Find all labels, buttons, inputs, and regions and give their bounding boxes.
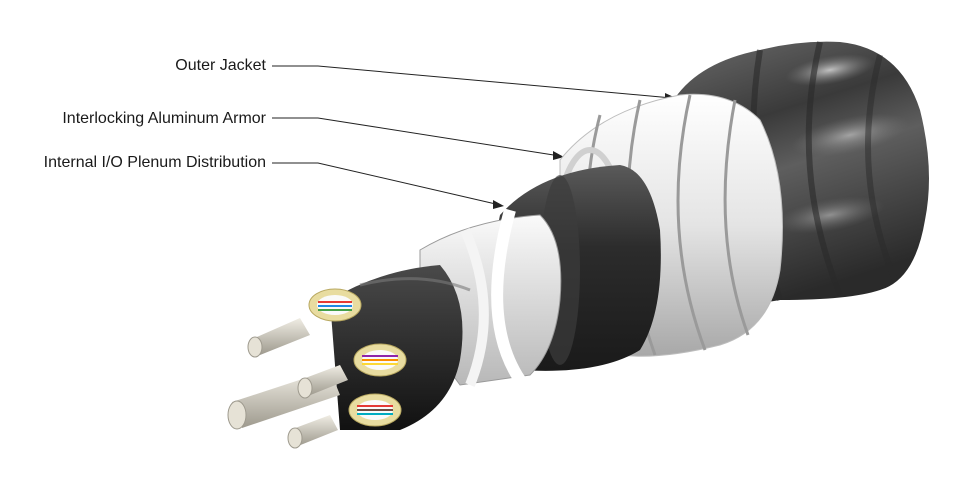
subunit-top [247, 288, 362, 358]
fiber-subunits [247, 288, 407, 449]
outer-jacket-label: Outer Jacket [175, 57, 266, 74]
subunit-middle [297, 343, 407, 399]
armor-leader [272, 117, 561, 157]
interlocking-aluminum-armor-label: Interlocking Aluminum Armor [62, 110, 266, 127]
plenum-leader [272, 162, 501, 206]
outer-jacket-leader [272, 65, 673, 99]
internal-plenum-distribution-label: Internal I/O Plenum Distribution [43, 154, 266, 171]
leader-lines [272, 65, 673, 206]
subunit-bottom [287, 393, 402, 449]
